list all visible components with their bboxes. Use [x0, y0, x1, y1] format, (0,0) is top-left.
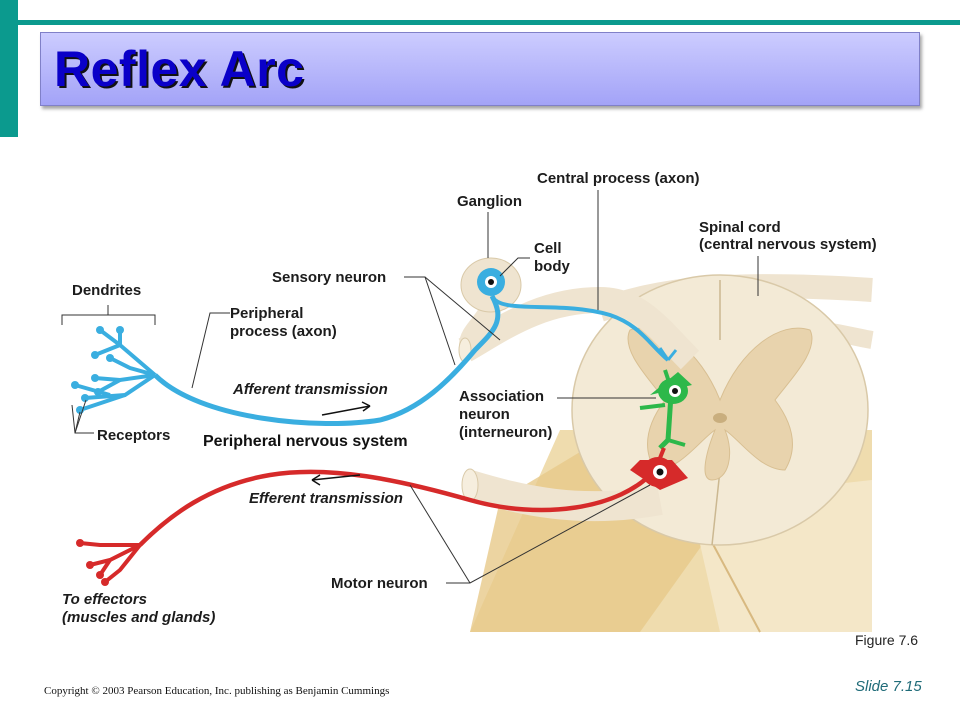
label-association-2: neuron: [459, 406, 510, 423]
slide-number: Slide 7.15: [855, 678, 922, 695]
slide-title: Reflex Arc: [54, 41, 305, 97]
label-dendrites: Dendrites: [72, 282, 141, 299]
label-association-3: (interneuron): [459, 424, 552, 441]
motor-neuron: [76, 447, 688, 586]
label-spinal-cord-1: Spinal cord: [699, 219, 781, 236]
efferent-arrow-head: [311, 474, 321, 486]
figure-label: Figure 7.6: [855, 632, 919, 648]
label-motor-neuron: Motor neuron: [331, 575, 428, 592]
label-peripheral-2: process (axon): [230, 323, 337, 340]
label-spinal-cord-2: (central nervous system): [699, 236, 877, 253]
afferent-arrow: [321, 405, 371, 416]
label-receptors: Receptors: [97, 427, 170, 444]
afferent-arrow-head: [361, 401, 371, 412]
pointer-lines: [61, 190, 759, 584]
copyright-notice: Copyright © 2003 Pearson Education, Inc.…: [44, 685, 390, 697]
ventral-root: [465, 470, 663, 522]
sensory-neuron: [71, 268, 678, 427]
accent-bar-left: [0, 0, 18, 137]
label-cell-body-2: body: [534, 258, 570, 275]
accent-bar-top: [18, 20, 960, 25]
label-efferent: Efferent transmission: [249, 490, 403, 507]
label-pns: Peripheral nervous system: [203, 433, 408, 450]
label-afferent: Afferent transmission: [232, 381, 388, 398]
label-sensory-neuron: Sensory neuron: [272, 269, 386, 286]
title-box: Reflex Arc: [40, 32, 920, 106]
label-peripheral-1: Peripheral: [230, 305, 303, 322]
label-effectors-1: To effectors: [62, 591, 147, 608]
association-neuron: [639, 369, 692, 450]
label-association-1: Association: [459, 388, 544, 405]
label-cell-body-1: Cell: [534, 240, 562, 257]
peripheral-nerve: [458, 286, 700, 370]
label-effectors-2: (muscles and glands): [62, 609, 215, 626]
label-central-process: Central process (axon): [537, 170, 700, 187]
label-ganglion: Ganglion: [457, 193, 522, 210]
efferent-arrow: [311, 474, 361, 481]
